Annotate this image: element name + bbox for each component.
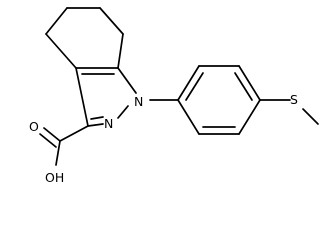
cyclohexene-ring xyxy=(45,7,124,69)
structural-formula: N N O OH S xyxy=(29,7,319,185)
atom-label-n1: N xyxy=(134,94,143,109)
bond-c3-c3a xyxy=(75,67,89,127)
atom-label-oxygen: O xyxy=(29,119,39,134)
bond-c3-ccooh xyxy=(59,125,89,142)
pyrazole-ring xyxy=(75,67,137,127)
bond-ph1 xyxy=(177,65,200,101)
bond-ph6 xyxy=(177,99,200,135)
bond-c5-c4 xyxy=(45,7,68,35)
bond-s-methyl xyxy=(302,108,319,125)
bond-ccooh-o-double xyxy=(39,133,57,148)
bond-ph3 xyxy=(238,65,261,101)
bond-n2-c3-inner xyxy=(90,116,104,120)
bond-c7a-n1 xyxy=(117,67,137,94)
bond-ccooh-oh xyxy=(55,140,61,166)
bond-c4-c3a xyxy=(45,33,77,69)
atom-label-hydroxyl: OH xyxy=(45,170,64,185)
bond-ph1-inner xyxy=(185,72,204,101)
bond-ccooh-o xyxy=(43,127,61,142)
bond-n1-n2 xyxy=(117,105,129,119)
bond-n2-c3 xyxy=(87,123,104,127)
phenyl-ring xyxy=(177,65,261,135)
bond-ph3-inner xyxy=(234,72,253,101)
bond-c7-c6 xyxy=(99,7,124,35)
carboxylic-acid-group xyxy=(39,125,89,166)
atom-label-sulfur: S xyxy=(290,92,298,107)
atom-label-n2: N xyxy=(104,116,113,131)
bond-c7a-c7 xyxy=(117,33,124,69)
methylthio-group xyxy=(259,99,319,125)
bond-ph4 xyxy=(238,99,261,135)
